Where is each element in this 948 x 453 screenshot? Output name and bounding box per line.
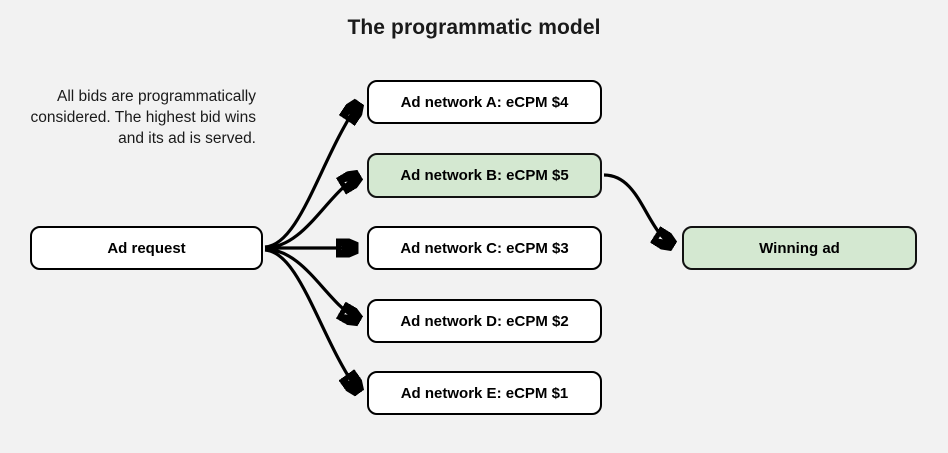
edge-ad-request-to-network-d xyxy=(264,247,358,320)
edge-ad-request-to-network-a xyxy=(264,104,358,249)
edge-ad-request-to-network-b xyxy=(264,176,358,250)
node-winning-ad[interactable]: Winning ad xyxy=(682,226,917,270)
node-ad-network-e[interactable]: Ad network E: eCPM $1 xyxy=(367,371,602,415)
node-ad-network-c[interactable]: Ad network C: eCPM $3 xyxy=(367,226,602,270)
edge-network-b-to-winning-ad xyxy=(603,173,672,245)
node-ad-network-a[interactable]: Ad network A: eCPM $4 xyxy=(367,80,602,124)
node-ad-request[interactable]: Ad request xyxy=(30,226,263,270)
node-ad-network-b[interactable]: Ad network B: eCPM $5 xyxy=(367,153,602,198)
diagram-caption: All bids are programmatically considered… xyxy=(30,88,256,147)
edge-ad-request-to-network-e xyxy=(264,248,358,391)
node-ad-network-d[interactable]: Ad network D: eCPM $2 xyxy=(367,299,602,343)
page-title: The programmatic model xyxy=(347,16,601,39)
